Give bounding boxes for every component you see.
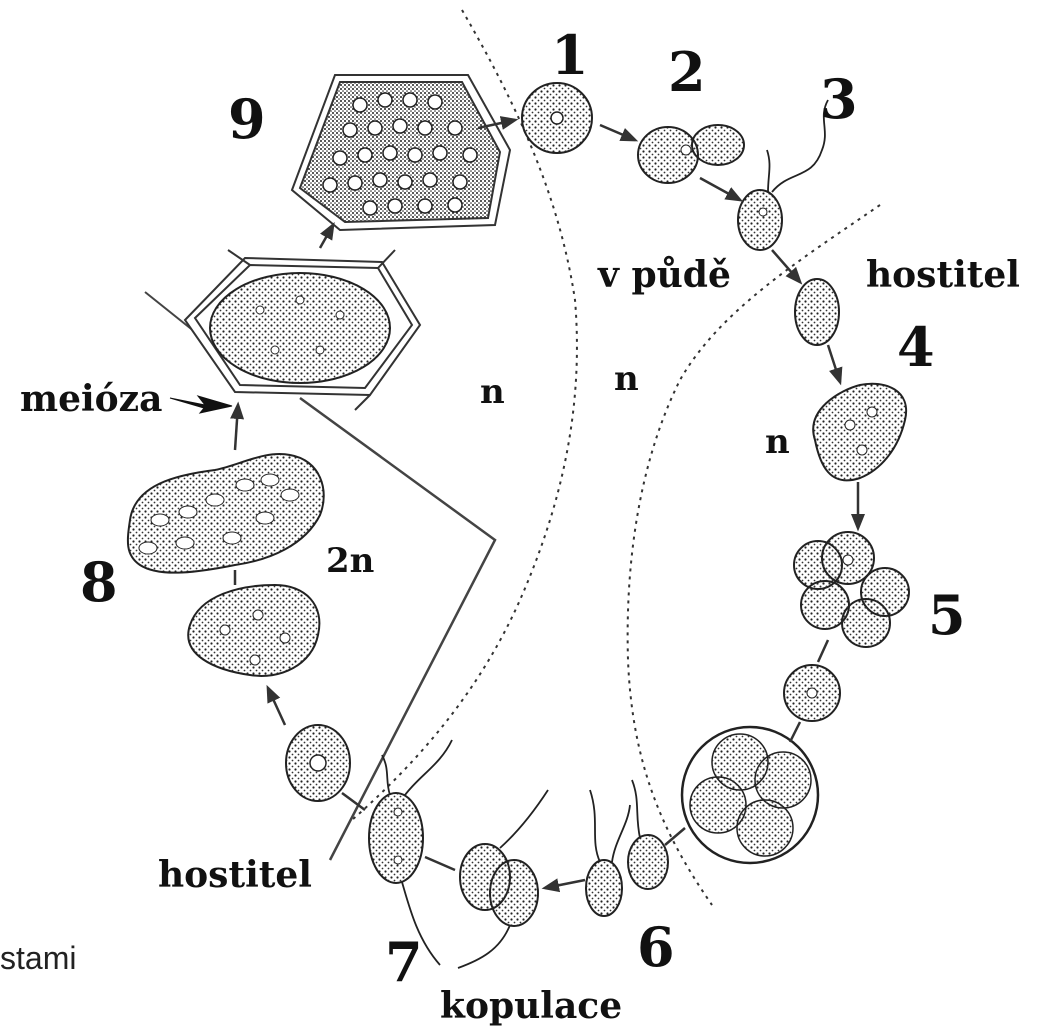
label-meiosis: meióza (20, 381, 162, 417)
stage-number-3: 3 (820, 72, 858, 126)
host-cell-meiosis (185, 250, 420, 410)
stage-1-cyst (522, 83, 592, 153)
meiosis-arrow (170, 396, 232, 413)
label-host-left: hostitel (158, 857, 312, 893)
stage-number-4: 4 (897, 320, 935, 374)
stage-number-1: 1 (551, 28, 589, 82)
host-tick-line (145, 292, 195, 332)
label-copulation: kopulace (440, 988, 622, 1024)
ploidy-n-middle: n (614, 362, 639, 396)
stage-9-resting-spores (292, 75, 510, 230)
stage-number-2: 2 (668, 45, 706, 99)
stage-3-zoospore (738, 100, 828, 250)
stage-number-7: 7 (385, 935, 423, 989)
copulating-gametes (458, 790, 548, 968)
stage-6-zoospores (586, 780, 668, 916)
ploidy-n-left: n (480, 375, 505, 409)
stage-5-cluster (784, 532, 909, 721)
stage-number-5: 5 (928, 588, 966, 642)
stage-4-amoeba (795, 279, 906, 480)
label-soil: v půdě (598, 257, 731, 293)
label-host-right: hostitel (866, 257, 1020, 293)
ploidy-n-right: n (765, 425, 790, 459)
stage-number-9: 9 (228, 92, 266, 146)
ploidy-2n: 2n (326, 544, 374, 578)
stage-number-6: 6 (637, 920, 675, 974)
stage-number-8: 8 (80, 555, 118, 609)
sporangium (682, 727, 818, 863)
stage-8-plasmodium (128, 454, 324, 676)
side-text-fragment: stami (0, 942, 76, 974)
stage-2-germinating-cyst (638, 125, 744, 183)
host-amoeba (286, 725, 350, 801)
